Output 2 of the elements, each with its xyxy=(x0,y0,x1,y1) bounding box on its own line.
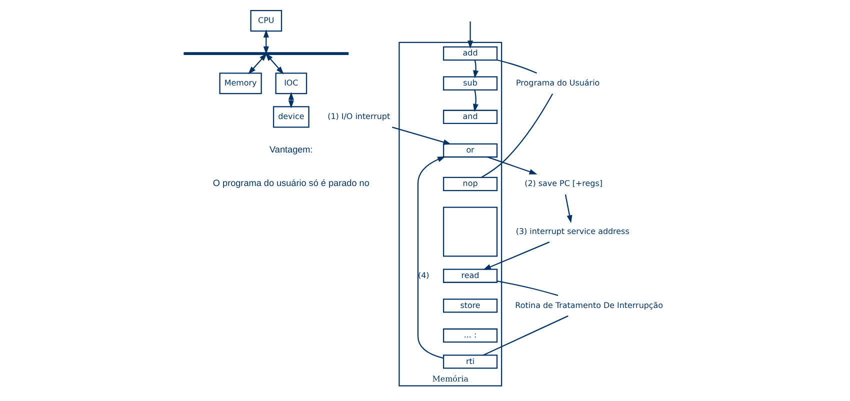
label: Vantagem: xyxy=(269,144,312,155)
label: O programa do usuário só é parado no xyxy=(212,178,369,188)
